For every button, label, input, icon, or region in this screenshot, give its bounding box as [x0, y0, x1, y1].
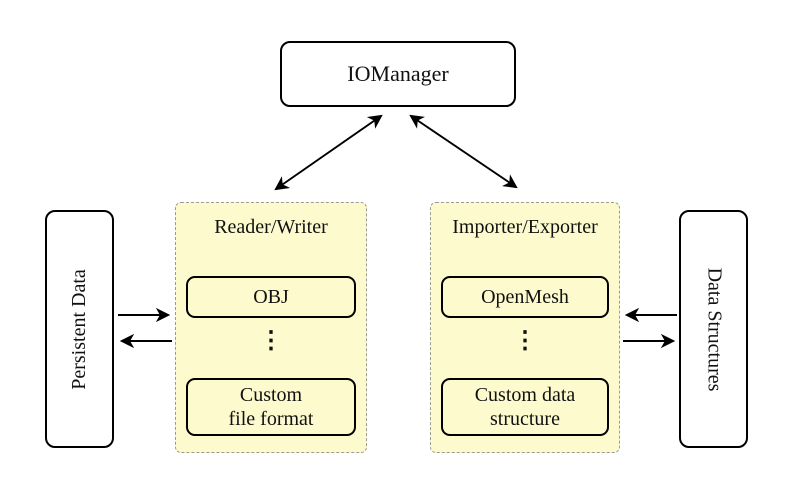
persistent-data-label: Persistent Data	[68, 268, 90, 390]
data-structures-label: Data Structures	[703, 267, 726, 391]
openmesh-box: OpenMesh	[441, 276, 609, 318]
data-structures-box: Data Structures	[679, 210, 748, 448]
reader-writer-title: Reader/Writer	[214, 216, 328, 238]
openmesh-label: OpenMesh	[481, 286, 569, 308]
custom-data-structure-box: Custom data structure	[441, 378, 609, 436]
importer-exporter-title: Importer/Exporter	[452, 216, 598, 238]
custom-data-structure-label: Custom data structure	[474, 384, 576, 430]
arrow-iomanager-readerwriter	[274, 114, 383, 191]
arrow-iomanager-importerexporter	[409, 114, 518, 189]
reader-writer-panel: Reader/Writer OBJ ⋮ Custom file format	[175, 202, 367, 453]
iomanager-box: IOManager	[280, 41, 516, 107]
iomanager-label: IOManager	[347, 61, 449, 86]
custom-file-format-label: Custom file format	[228, 384, 314, 430]
importer-exporter-panel: Importer/Exporter OpenMesh ⋮ Custom data…	[430, 202, 620, 453]
vertical-ellipsis: ⋮	[259, 328, 283, 354]
vertical-ellipsis: ⋮	[513, 328, 537, 354]
persistent-data-box: Persistent Data	[45, 210, 114, 448]
obj-label: OBJ	[253, 286, 289, 308]
custom-file-format-box: Custom file format	[186, 378, 356, 436]
obj-box: OBJ	[186, 276, 356, 318]
